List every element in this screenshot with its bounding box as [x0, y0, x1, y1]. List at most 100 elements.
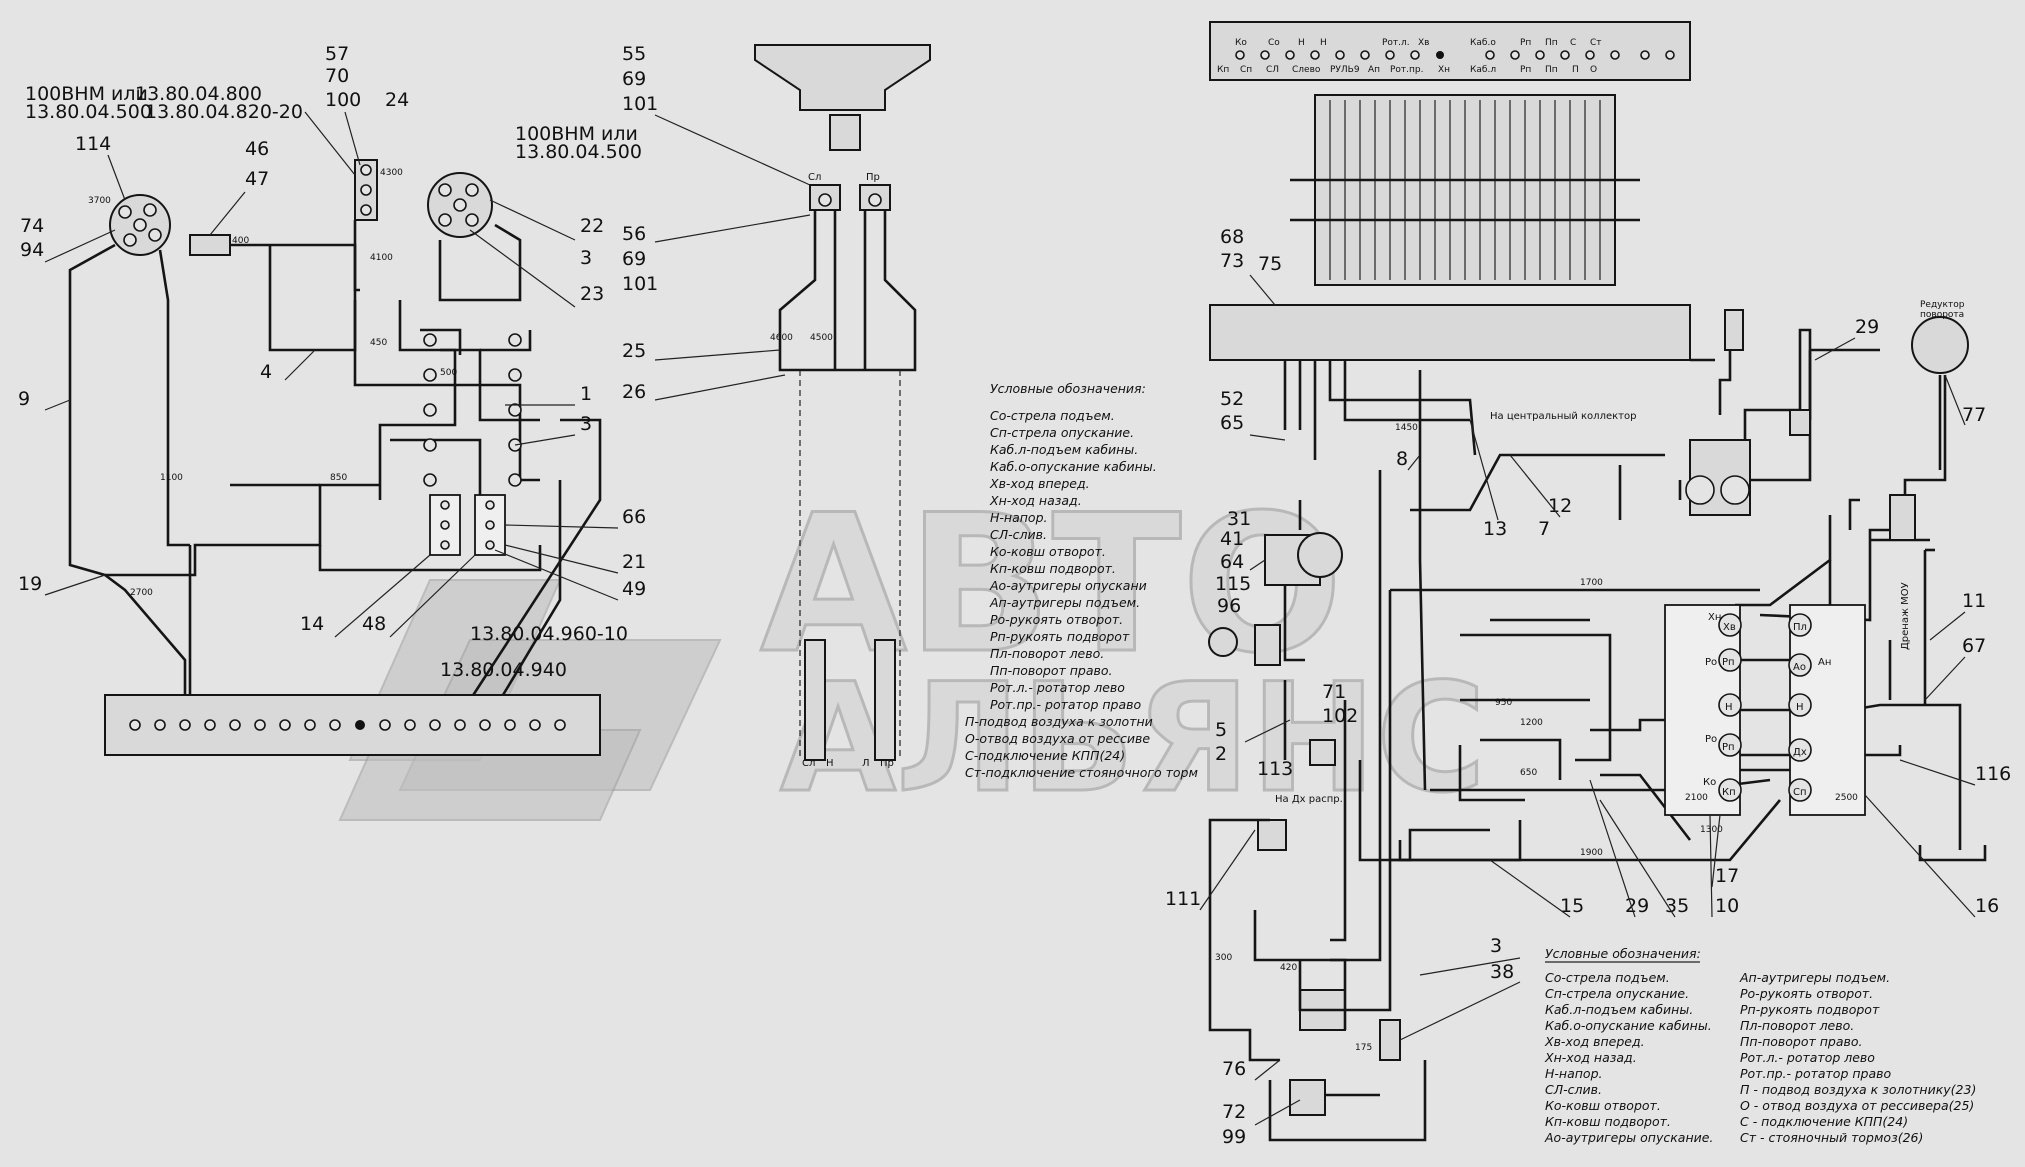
term-label: СЛ [1266, 65, 1279, 75]
middle-terminal-board [1209, 304, 1691, 361]
dim-label: 2100 [1685, 793, 1708, 803]
legend-right-col1-item: Хн-ход назад. [1544, 1050, 1637, 1065]
part-1: 13.80.04.960-10 [470, 623, 628, 645]
reducer-77 [1911, 316, 1969, 374]
term-label: Н [1320, 38, 1327, 48]
callout-72: 72 [1222, 1101, 1246, 1123]
legend-right-col2-item: Рот.пр.- ротатор право [1740, 1066, 1891, 1081]
callout-1: 1 [580, 383, 592, 405]
callout-101b: 101 [622, 273, 658, 295]
term-label: О [1590, 65, 1597, 75]
callout-49: 49 [622, 578, 646, 600]
legend-right-col2-item: О - отвод воздуха от рессивера(25) [1740, 1098, 1974, 1113]
legend-center-item: Н-напор. [990, 510, 1047, 525]
leader-lines [44, 111, 1976, 1126]
callout-3: 3 [580, 247, 592, 269]
dh-distributor-label: На Дх распр. [1275, 794, 1343, 805]
central-collector-label: На центральный коллектор [1490, 411, 1636, 422]
part-2: 13.80.04.940 [440, 659, 567, 681]
callout-99: 99 [1222, 1126, 1246, 1148]
legend-right-col2-item: П - подвод воздуха к золотнику(23) [1740, 1082, 1976, 1097]
right-rotator-part: 13.80.04.500 [515, 141, 642, 163]
top-board-ports [1235, 50, 1675, 60]
term-label: Рп [1520, 65, 1531, 75]
callout-3c: 3 [1490, 935, 1502, 957]
port-label: Н [1725, 702, 1733, 713]
port-label: Сп [1793, 787, 1807, 798]
legend-right-col1-item: СЛ-слив. [1545, 1082, 1602, 1097]
legend-center-item: Пл-поворот лево. [990, 646, 1104, 661]
port-column [423, 333, 522, 487]
callout-56: 56 [622, 223, 646, 245]
term-label: Слево [1292, 65, 1321, 75]
callout-113: 113 [1257, 758, 1293, 780]
rotator-spec: 100ВНМ или [25, 83, 148, 105]
terminal-top-labels: Ко Со Н Н Рот.л. Хв Каб.о Рп Пп С Ст Кп … [1217, 38, 1675, 75]
callout-66: 66 [622, 506, 646, 528]
callout-29b: 29 [1625, 895, 1649, 917]
callout-13: 13 [1483, 518, 1507, 540]
legend-center-item: Со-стрела подъем. [990, 408, 1115, 423]
term-label: Пп [1545, 38, 1558, 48]
term-label: Рот.пр. [1390, 65, 1424, 75]
port-label: Ко [1703, 777, 1716, 788]
legend-right-col2-item: С - подключение КПП(24) [1740, 1114, 1908, 1129]
callout-8: 8 [1396, 448, 1408, 470]
legend-center-item: Каб.л-подъем кабины. [990, 442, 1138, 457]
legend-right: Условные обозначения: Со-стрела подъем. … [1544, 946, 1976, 1145]
valve-port-labels: Хн Хв Ро Рп Н Ро Рп Ко Кп Пл Ао Ан Н Дх … [1703, 612, 1831, 798]
callout-67: 67 [1962, 635, 1986, 657]
reducer-label-2: поворота [1920, 310, 1964, 320]
drain-label: Дренаж МОУ [1900, 582, 1911, 650]
dim-label: 950 [1495, 698, 1512, 708]
legend-right-col1-item: Хв-ход вперед. [1544, 1034, 1645, 1049]
term-label: Каб.о [1470, 38, 1496, 48]
legend-center-item: Ко-ковш отворот. [990, 544, 1106, 559]
left-terminal-ports [129, 719, 566, 731]
callout-12: 12 [1548, 495, 1572, 517]
legend-right-col1-item: Ао-аутригеры опускание. [1544, 1130, 1713, 1145]
callout-68: 68 [1220, 226, 1244, 248]
valve-ports [1718, 613, 1812, 802]
callout-76: 76 [1222, 1058, 1246, 1080]
callout-7: 7 [1538, 518, 1550, 540]
legend-right-col1-item: Со-стрела подъем. [1545, 970, 1670, 985]
watermark-line-2: АЛЬЯНС [780, 652, 1486, 826]
legend-right-col2-item: Ро-рукоять отворот. [1740, 986, 1873, 1001]
legend-center-item: Ап-аутригеры подъем. [989, 595, 1140, 610]
legend-center-item: Рот.л.- ротатор лево [990, 680, 1125, 695]
legend-right-col1-item: Каб.о-опускание кабины. [1545, 1018, 1712, 1033]
joystick-bottom-2: Н [826, 758, 834, 769]
callout-69b: 69 [622, 248, 646, 270]
callout-23: 23 [580, 283, 604, 305]
callout-9: 9 [18, 388, 30, 410]
right-rotator-spec: 100ВНМ или [515, 123, 638, 145]
callout-4: 4 [260, 361, 272, 383]
callout-47: 47 [245, 168, 269, 190]
term-label: Рот.л. [1382, 38, 1410, 48]
dim-label: 420 [1280, 963, 1297, 973]
callout-96: 96 [1217, 595, 1241, 617]
dim-label: 1450 [1395, 423, 1418, 433]
legend-center-item: С-подключение КПП(24) [965, 748, 1125, 763]
callout-102: 102 [1322, 705, 1358, 727]
term-label: Н [1298, 38, 1305, 48]
dim-label: 2500 [1835, 793, 1858, 803]
joystick-left-label: Сл [808, 172, 821, 183]
legend-right-col1-item: Кп-ковш подворот. [1545, 1114, 1671, 1129]
dim-label: 1100 [160, 473, 183, 483]
callout-3b: 3 [580, 413, 592, 435]
legend-center-item: Ао-аутригеры опускани [989, 578, 1147, 593]
radiator-fins [1290, 100, 1640, 280]
callout-111: 111 [1165, 888, 1201, 910]
callout-38: 38 [1490, 961, 1514, 983]
term-label: П [1572, 65, 1579, 75]
callout-19: 19 [18, 573, 42, 595]
joystick-bottom-1: Сл [802, 758, 815, 769]
term-label: Пп [1545, 65, 1558, 75]
term-label: Сп [1240, 65, 1252, 75]
callout-14: 14 [300, 613, 324, 635]
term-label: Хн [1438, 65, 1450, 75]
dim-label: 450 [370, 338, 387, 348]
